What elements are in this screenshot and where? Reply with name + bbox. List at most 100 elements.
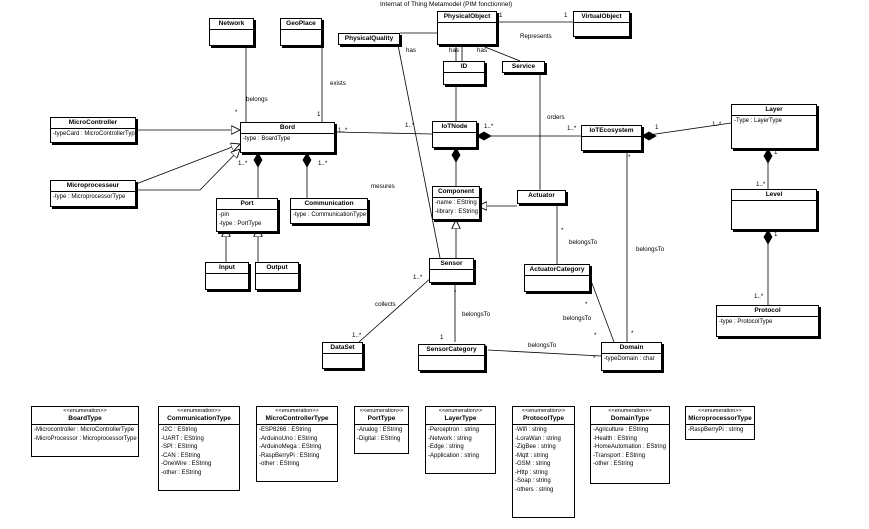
class-name: PhysicalObject (438, 12, 496, 23)
class-actuatorcategory[interactable]: ActuatorCategory (524, 264, 590, 292)
enum-values: -Perceptron : string -Network : string -… (426, 425, 495, 461)
rel-label: belongs (246, 96, 268, 103)
rel-label: has (406, 47, 416, 54)
attribute: -typeDomain : char (604, 356, 655, 362)
enum-stereotype: <<enumeration>> (359, 408, 404, 414)
class-microprocesseur[interactable]: Microprocesseur -type : MicroprocessorTy… (50, 180, 136, 207)
attribute: -typeCard : MicroControllerType (53, 131, 139, 137)
enum-value: -HomeAutomation : EString (593, 444, 667, 450)
class-sensorcategory[interactable]: SensorCategory (418, 344, 485, 371)
enum-protocoltype[interactable]: <<enumeration>> ProtocolType -Wifi : str… (512, 406, 575, 518)
enum-stereotype: <<enumeration>> (275, 408, 319, 414)
enum-value: -Perceptron : string (428, 427, 480, 433)
class-attributes: -Type : LayerType (732, 116, 816, 127)
class-physicalquality[interactable]: PhysicalQuality (338, 33, 400, 45)
class-attributes: -typeDomain : char (602, 354, 661, 365)
enum-value: -Soap : string (515, 478, 551, 484)
class-attributes: -type : CommunicationType (291, 210, 367, 221)
enum-value: -ArduinoMega : EString (259, 444, 322, 450)
enum-name: LayerType (426, 415, 495, 425)
class-dataset[interactable]: DataSet (322, 342, 363, 369)
rel-label: belongsTo (569, 239, 598, 246)
class-name: Output (256, 263, 298, 274)
class-name: ActuatorCategory (525, 265, 589, 276)
attribute: -type : MicroprocessorType (53, 194, 126, 200)
rel-label: belongsTo (563, 315, 592, 322)
class-port[interactable]: Port -pin -type : PortType (216, 198, 278, 232)
multiplicity: 1..* (756, 181, 766, 188)
class-physicalobject[interactable]: PhysicalObject (437, 11, 497, 45)
enum-values: -Analog : EString -Digital : EString (355, 425, 408, 444)
enum-domaintype[interactable]: <<enumeration>> DomainType -Agriculture … (590, 406, 670, 484)
attribute: -type : CommunicationType (293, 212, 367, 218)
class-actuator[interactable]: Actuator (517, 190, 566, 204)
class-network[interactable]: Network (209, 18, 254, 46)
multiplicity: * (628, 154, 631, 161)
class-name: Network (210, 19, 253, 30)
multiplicity: * (454, 289, 457, 296)
class-communication[interactable]: Communication -type : CommunicationType (290, 198, 368, 224)
enum-value: -others : string (515, 486, 554, 493)
enum-stereotype: <<enumeration>> (521, 408, 566, 414)
enum-value: -other : EString (593, 461, 634, 467)
bord-iotnode-link (334, 130, 446, 139)
class-component[interactable]: Component -name : EString -library : ESt… (432, 186, 480, 220)
rel-label: mesures (371, 183, 395, 190)
enum-microcontrollertype[interactable]: <<enumeration>> MicroControllerType -ESP… (256, 406, 338, 482)
enum-value: -LoraWan : string (515, 435, 561, 442)
multiplicity: * (631, 330, 634, 337)
class-service[interactable]: Service (502, 61, 545, 73)
enum-microprocessortype[interactable]: <<enumeration>> MicroprocessorType -Rasp… (685, 406, 755, 440)
multiplicity: 1 (655, 124, 659, 131)
attribute: -type : PortType (219, 220, 262, 227)
enum-layertype[interactable]: <<enumeration>> LayerType -Perceptron : … (425, 406, 496, 474)
enum-name: MicroprocessorType (686, 415, 754, 425)
enum-stereotype: <<enumeration>> (438, 408, 483, 414)
diagram-title: Internat of Thing Metamodel (PIM fonctio… (380, 1, 513, 8)
enum-values: -ESP8266 : EString -ArduinoUno : EString… (257, 425, 337, 470)
multiplicity: 1..* (405, 122, 415, 129)
class-iotnode[interactable]: IoTNode (432, 121, 477, 148)
class-name: Port (217, 199, 277, 210)
enum-value: -Analog : EString (357, 427, 403, 433)
class-id[interactable]: ID (443, 61, 485, 85)
class-attributes: -pin -type : PortType (217, 210, 277, 229)
class-attributes: -type : MicroprocessorType (51, 192, 135, 203)
attribute: -type : ProtocolType (719, 319, 773, 325)
enum-values: -Agriculture : EString -Health : EString… (591, 425, 669, 470)
enum-value: -SPI : EString (161, 444, 198, 450)
senscat-domain-link (487, 349, 602, 357)
multiplicity: 1..* (754, 293, 764, 300)
multiplicity: * (484, 344, 487, 351)
enum-value: -Http : string (515, 469, 548, 476)
multiplicity: 1..* (238, 160, 248, 167)
class-virtualobject[interactable]: VirtualObject (573, 11, 630, 37)
enum-communicationtype[interactable]: <<enumeration>> CommunicationType -I2C :… (158, 406, 240, 491)
class-domain[interactable]: Domain -typeDomain : char (601, 342, 662, 371)
multiplicity: * (235, 109, 238, 116)
class-microcontroller[interactable]: MicroController -typeCard : MicroControl… (50, 117, 139, 143)
class-attributes: -type : ProtocolType (717, 317, 818, 328)
class-layer[interactable]: Layer -Type : LayerType (731, 104, 817, 149)
multiplicity: 1..* (318, 160, 328, 167)
class-output[interactable]: Output (255, 262, 299, 290)
rel-label: belongsTo (636, 246, 665, 253)
class-geoplace[interactable]: GeoPlace (280, 18, 322, 46)
attribute: -pin (219, 212, 230, 218)
class-input[interactable]: Input (205, 262, 249, 290)
class-level[interactable]: Level (731, 189, 817, 230)
enum-name: MicroControllerType (257, 415, 337, 425)
class-sensor[interactable]: Sensor (429, 258, 474, 283)
enum-value: -Application : string (428, 452, 480, 459)
class-iotecosystem[interactable]: IoTEcosystem (581, 125, 642, 151)
class-protocol[interactable]: Protocol -type : ProtocolType (716, 305, 819, 337)
rel-label: belongsTo (462, 311, 491, 318)
enum-value: -ZigBee : string (515, 444, 556, 450)
microprocesseur-gen (136, 149, 240, 191)
enum-porttype[interactable]: <<enumeration>> PortType -Analog : EStri… (354, 406, 409, 454)
enum-boardtype[interactable]: <<enumeration>> BoardType -Microcontroll… (31, 406, 139, 457)
enum-name: PortType (355, 415, 408, 425)
multiplicity: 1 (499, 12, 503, 19)
class-bord[interactable]: Bord -type : BoardType (240, 122, 335, 153)
multiplicity: 1..* (712, 121, 722, 128)
